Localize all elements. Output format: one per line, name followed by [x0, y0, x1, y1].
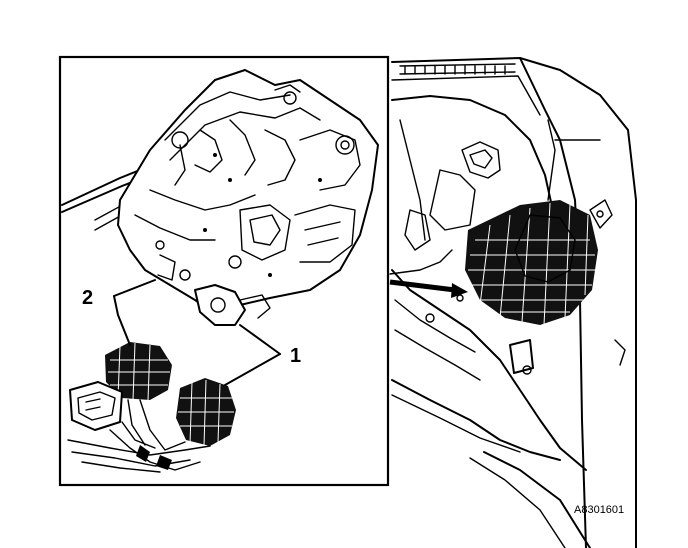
pointer-arrow [389, 249, 468, 298]
callout-label-1: 1 [290, 345, 301, 367]
callout-leaders [113, 279, 281, 386]
window-rail [399, 63, 516, 75]
callout-label-2: 2 [82, 287, 93, 309]
figure-code: A8301601 [574, 504, 624, 516]
door-lock-assembly [61, 69, 379, 326]
door-panel [391, 57, 637, 548]
electrical-connectors [67, 342, 236, 473]
lock-installed-in-door [465, 200, 598, 326]
